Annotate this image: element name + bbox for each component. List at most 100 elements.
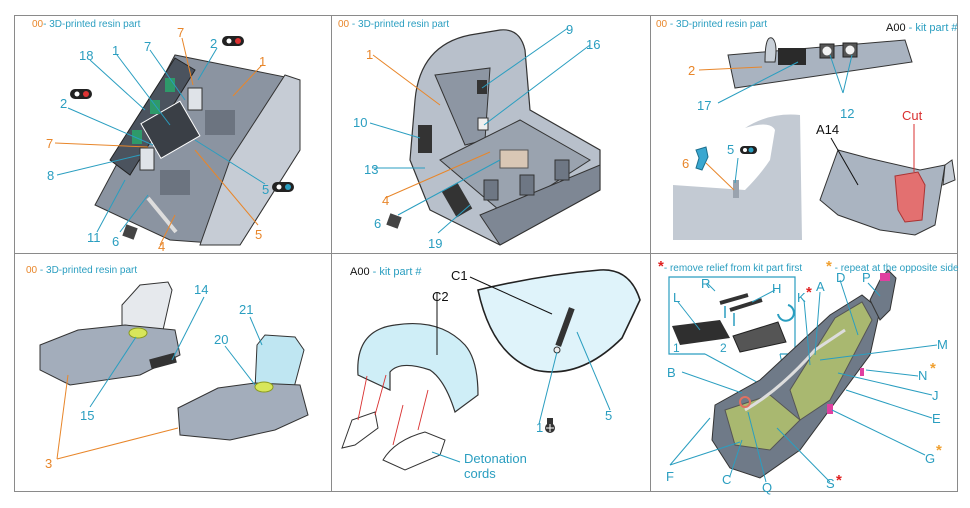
callout-label: 1 xyxy=(259,54,266,69)
control-stick xyxy=(146,196,178,234)
callout-label: 2 xyxy=(688,63,695,78)
callout-label: 1 xyxy=(536,420,543,435)
callout-label: J xyxy=(932,388,939,403)
callout-label: C xyxy=(722,472,731,487)
front-seat-assembly xyxy=(39,281,181,386)
decal-icon xyxy=(386,213,402,229)
callouts-panel-3 xyxy=(698,54,915,191)
callout-label: 2 xyxy=(210,36,217,51)
callout-label: 7 xyxy=(46,136,53,151)
screen xyxy=(150,100,160,114)
callout-label: E xyxy=(932,411,941,426)
legend-resin-part: 00- 3D-printed resin part xyxy=(32,19,140,30)
legend-code: 00 xyxy=(26,265,38,276)
legend-text: - kit part # xyxy=(908,22,958,34)
callout-labels-panel-5: C1 C2 1 5 Detonation cords xyxy=(432,268,612,481)
callout-label: D xyxy=(836,270,845,285)
callout-label: 6 xyxy=(682,156,689,171)
callout-label: 7 xyxy=(144,39,151,54)
callout-label: 5 xyxy=(605,408,612,423)
handle-n xyxy=(860,368,864,376)
panel-box xyxy=(519,174,535,196)
gauge xyxy=(822,46,832,56)
callouts-panel-5 xyxy=(431,276,611,463)
seat-base xyxy=(39,324,181,386)
callout-label: 19 xyxy=(428,236,442,251)
legend-text: - remove relief from kit part first xyxy=(663,263,803,274)
callout-label: Cut xyxy=(902,108,923,123)
orange-asterisk-icon: * xyxy=(936,442,942,459)
callout-label: cords xyxy=(464,466,496,481)
callouts-panel-6 xyxy=(669,279,938,483)
callout-label: 4 xyxy=(158,239,165,254)
red-asterisk-icon: * xyxy=(806,284,812,301)
callout-label: 6 xyxy=(112,234,119,249)
callout-label: 2 xyxy=(60,96,67,111)
tub-front-wall xyxy=(479,164,601,246)
mirror-icon xyxy=(695,146,757,171)
callout-label: C2 xyxy=(432,289,449,304)
callout-label: 5 xyxy=(255,227,262,242)
seat-cushion xyxy=(128,327,148,339)
fuselage-side xyxy=(673,114,802,240)
seat-pad xyxy=(205,110,235,135)
callout-label: 10 xyxy=(353,115,367,130)
canopy-c1 xyxy=(477,269,641,373)
callout-label: H xyxy=(772,281,781,296)
callout-label: 1 xyxy=(112,43,119,58)
pull-handle xyxy=(880,273,890,281)
callout-label: 13 xyxy=(364,162,378,177)
callout-label: S xyxy=(826,476,835,491)
callout-labels-panel-1: 7 2 18 1 7 1 2 7 8 5 11 6 4 5 xyxy=(46,25,269,254)
legend-text: - 3D-printed resin part xyxy=(39,265,138,276)
legend-text: - 3D-printed resin part xyxy=(43,19,141,30)
a14-part xyxy=(819,149,956,236)
control-panel xyxy=(778,48,806,65)
callout-label: L xyxy=(673,290,680,305)
callout-label: 4 xyxy=(382,193,389,208)
callout-labels-panel-2: 1 9 16 10 13 4 6 19 xyxy=(353,22,600,251)
callout-label: 20 xyxy=(214,332,228,347)
handle-g xyxy=(827,404,833,414)
callout-labels-panel-4: 14 21 20 15 3 xyxy=(45,282,253,471)
harness xyxy=(744,328,846,412)
windscreen-c2 xyxy=(357,322,479,413)
strap-h xyxy=(729,298,763,312)
rear-seat-assembly xyxy=(177,334,309,441)
callout-labels-panel-6: R H L K * A D P M N * J B E G * F C Q S … xyxy=(666,270,948,495)
callout-label: 6 xyxy=(374,216,381,231)
callouts-panel-1 xyxy=(54,37,266,246)
legend-code: A00 xyxy=(350,266,370,278)
callout-label: A xyxy=(816,279,825,294)
mirror-mount xyxy=(733,180,739,198)
vent-panel xyxy=(477,117,489,131)
detonation-cord xyxy=(341,411,446,471)
red-asterisk-icon: * xyxy=(658,258,664,275)
seat-frame xyxy=(121,281,173,333)
windscreen-frame xyxy=(357,322,479,413)
callout-label: 5 xyxy=(727,142,734,157)
legend-resin-part: 00 - 3D-printed resin part xyxy=(338,19,449,30)
callout-label: F xyxy=(666,469,674,484)
legend-text: - 3D-printed resin part xyxy=(351,19,450,30)
ejection-seat xyxy=(711,269,897,479)
panel-box xyxy=(483,179,499,201)
screen xyxy=(165,78,175,92)
callout-label: Q xyxy=(762,480,772,495)
fuselage-panel xyxy=(673,114,802,240)
gauge xyxy=(845,45,855,55)
callout-label: 17 xyxy=(697,98,711,113)
callout-label: A14 xyxy=(816,122,839,137)
rear-panel xyxy=(477,80,487,94)
callouts-panel-4 xyxy=(56,296,263,460)
callout-label: 16 xyxy=(586,37,600,52)
legend-kit-part: A00 - kit part # xyxy=(886,22,958,34)
belt-pad-2 xyxy=(732,321,787,353)
canopy-rail xyxy=(555,307,575,347)
callout-label: 7 xyxy=(177,25,184,40)
callout-label: G xyxy=(925,451,935,466)
decal-icon xyxy=(545,418,555,433)
seat-cushion xyxy=(254,381,274,393)
callout-label: 11 xyxy=(87,230,101,245)
